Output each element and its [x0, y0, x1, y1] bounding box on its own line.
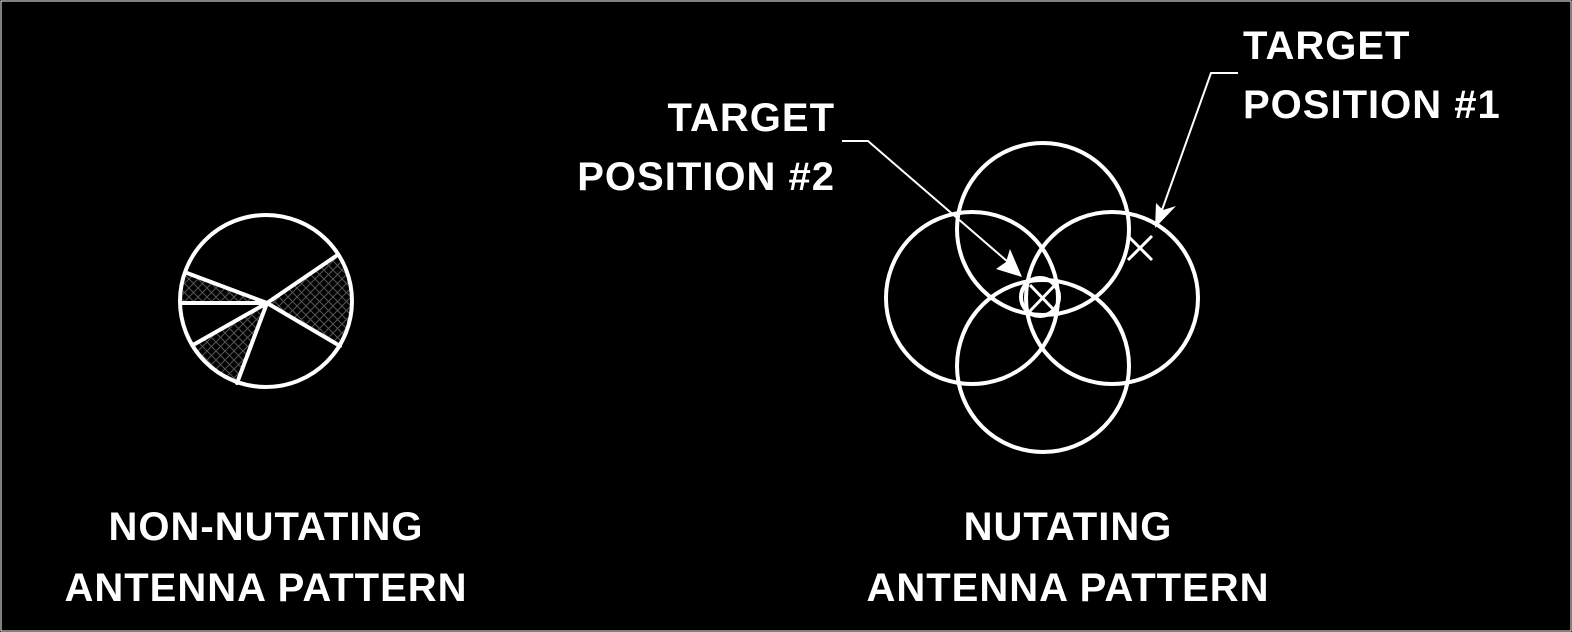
beam-circle-bottom: [955, 278, 1131, 454]
target2-marker-icon: [1028, 283, 1057, 313]
radial-line: [235, 301, 269, 385]
beam-circle-right: [1024, 210, 1200, 386]
hatched-sector: [267, 256, 351, 346]
left-caption-line1: NON-NUTATING: [109, 505, 424, 549]
beam-circle-top: [955, 141, 1131, 317]
nutating-pattern: [884, 141, 1200, 454]
target1-label-line2: POSITION #1: [1243, 83, 1501, 127]
target1-marker-icon: [1126, 234, 1154, 262]
radial-line: [265, 301, 342, 348]
beam-circle: [178, 213, 354, 389]
target1-arrowhead-icon: [1155, 203, 1176, 228]
center-circle: [1019, 276, 1061, 318]
right-caption-line2: ANTENNA PATTERN: [866, 566, 1269, 610]
target1-leader: [1161, 72, 1238, 211]
radial-line: [265, 254, 338, 305]
beam-circle-left: [884, 210, 1060, 386]
target2-label-line1: TARGET: [668, 96, 835, 140]
target1-label-line1: TARGET: [1243, 24, 1410, 68]
hatched-sector: [193, 303, 267, 383]
target2-arrowhead-icon: [996, 249, 1022, 277]
non-nutating-pattern: [178, 213, 354, 389]
target2-label-line2: POSITION #2: [577, 155, 835, 199]
radial-line: [191, 301, 269, 347]
target2-leader: [842, 140, 1009, 263]
radial-line: [185, 271, 269, 305]
left-caption-line2: ANTENNA PATTERN: [64, 566, 467, 610]
right-caption-line1: NUTATING: [964, 505, 1173, 549]
